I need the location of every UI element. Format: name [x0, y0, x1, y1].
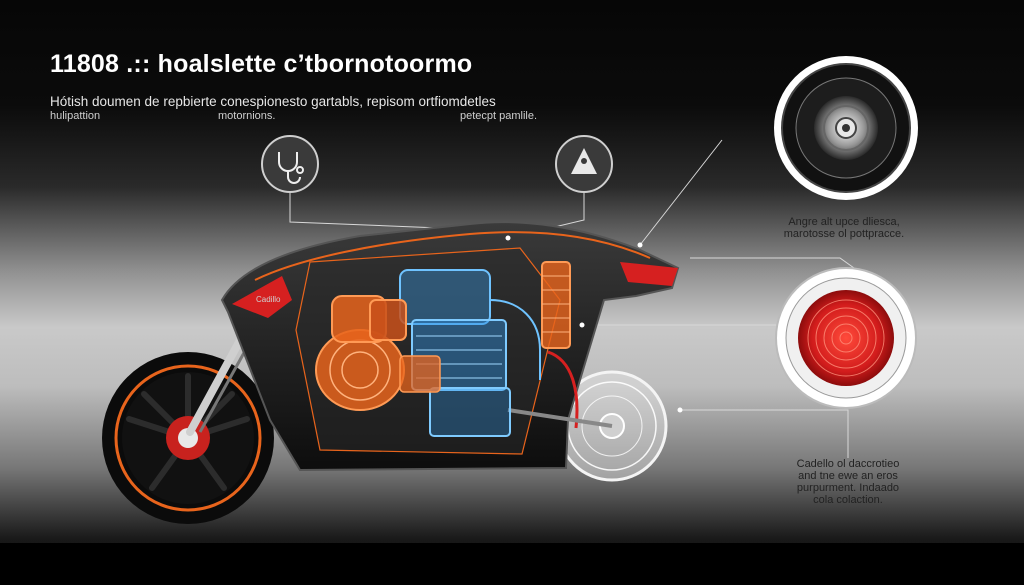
callout-lower-right: Cadello ol daccrotieo and tne ewe an ero… — [778, 458, 918, 506]
callout-lower-line-2: and tne ewe an eros — [798, 470, 898, 482]
subtitle-label-right: petecpt pamlile. — [460, 110, 538, 122]
callout-lower-line-4: cola colaction. — [813, 494, 883, 506]
callout-upper-line-2: marotosse ol pottpracce. — [783, 228, 905, 240]
callout-lower-line-3: purpurment. Indaado — [796, 482, 900, 494]
stethoscope-icon — [261, 135, 319, 193]
wheel-hub-icon — [774, 56, 918, 200]
callout-lower-line-1: Cadello ol daccrotieo — [796, 458, 900, 470]
red-rotor-icon — [775, 267, 917, 409]
page-title: 11808 .:: hoalslette c’tbornotoormo — [50, 50, 473, 78]
callout-upper-right: Angre alt upce dliesca, marotosse ol pot… — [764, 216, 924, 240]
brand-badge: Cadillo — [256, 295, 281, 304]
anchor-dots — [505, 235, 683, 413]
subtitle-label-left: hulipattion — [50, 110, 101, 122]
bottom-band — [0, 543, 1024, 585]
front-wheel — [102, 352, 274, 524]
orange-cylinders — [315, 261, 571, 411]
triangle-warning-icon — [555, 135, 613, 193]
callout-upper-line-1: Angre alt upce dliesca, — [788, 216, 900, 228]
page-subtitle: Hótish doumen de repbierte conespionesto… — [50, 94, 496, 109]
subtitle-label-mid: motornions. — [218, 110, 276, 122]
